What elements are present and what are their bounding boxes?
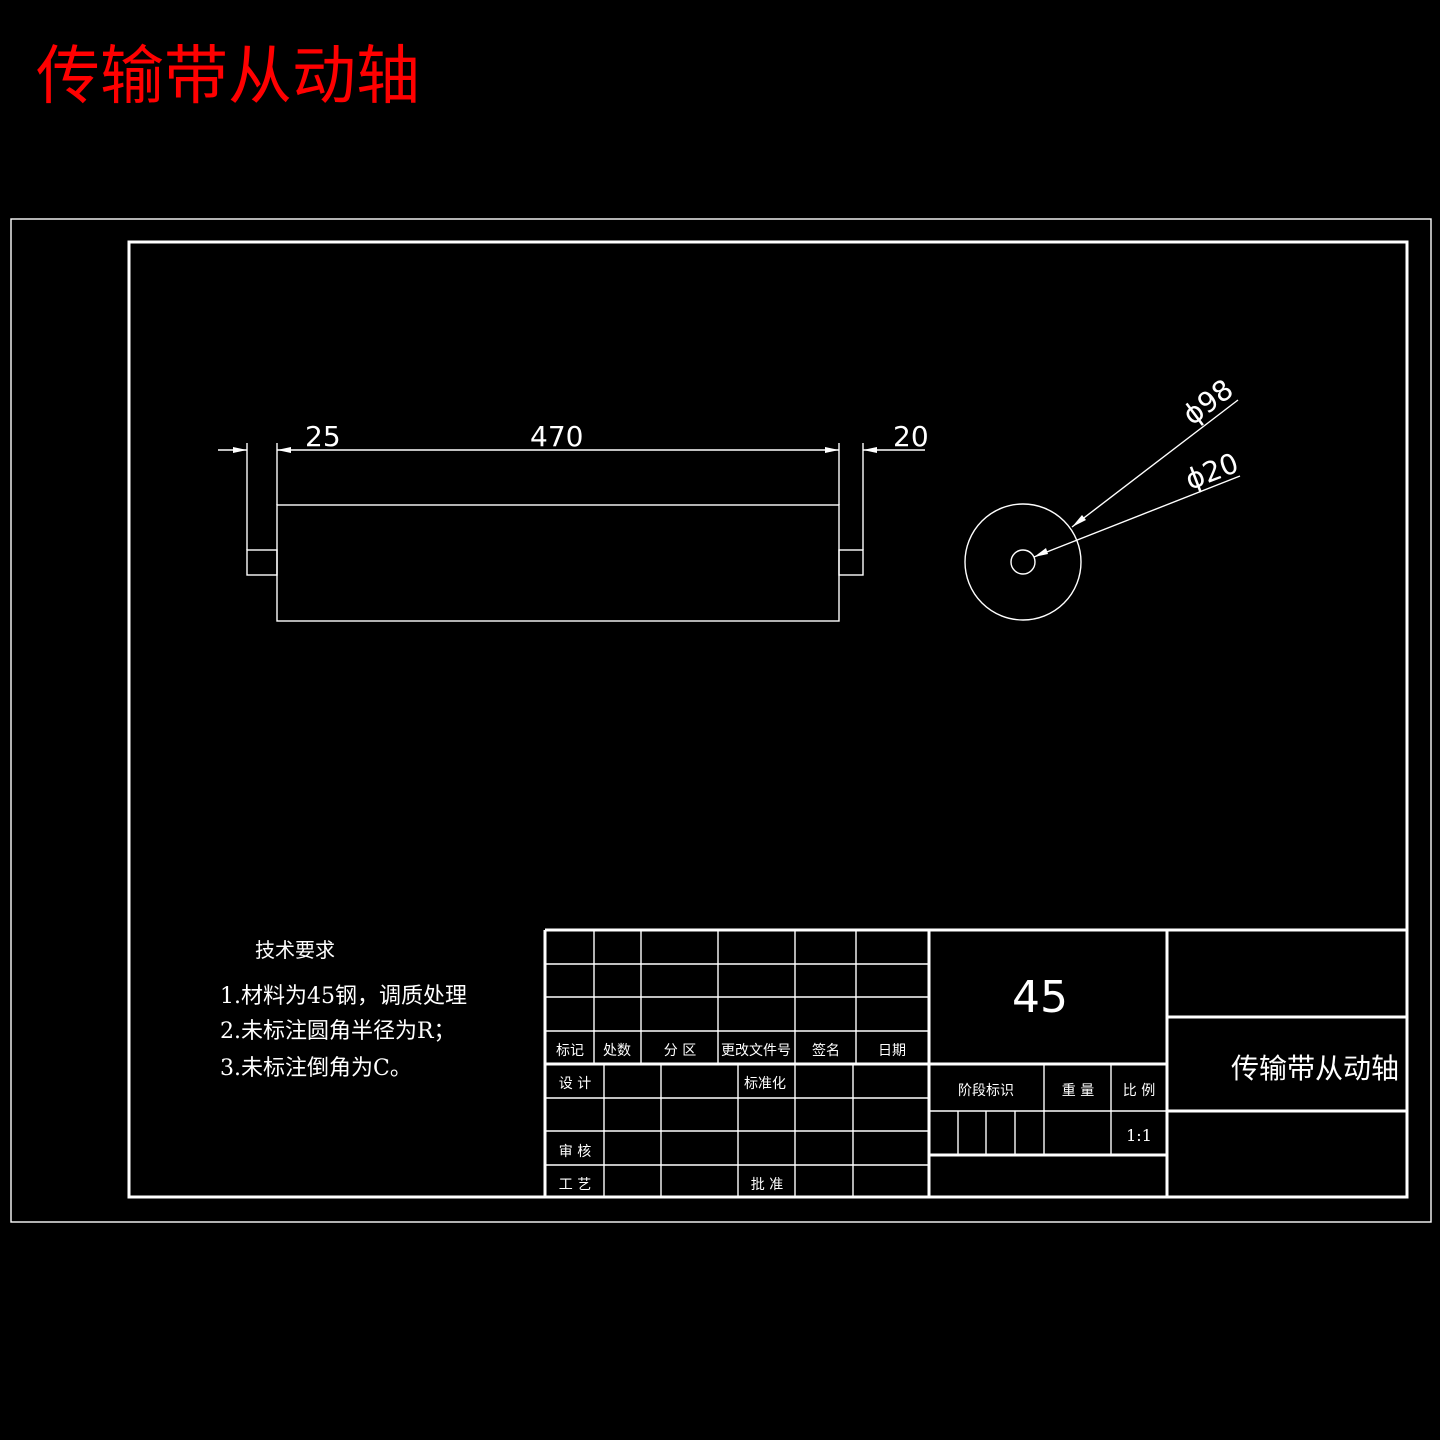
tb-header-date: 日期 [878,1043,906,1059]
tb-material-value: 45 [1012,972,1068,1023]
tb-header-mark: 标记 [556,1043,584,1059]
dim-text-20: 20 [893,420,929,453]
dim-text-phi20: ϕ20 [1181,446,1243,496]
arrow-20 [1034,548,1048,557]
shaft-end-view: ϕ98 ϕ20 [964,373,1243,621]
outer-circle [964,503,1082,621]
tb-header-zone: 分 区 [664,1043,696,1059]
tb-design-label: 设 计 [559,1076,591,1092]
shaft-side-view [246,443,864,622]
dim-text-phi98: ϕ98 [1176,373,1239,432]
tb-stage-label: 阶段标识 [958,1083,1014,1099]
roller-body [276,504,840,622]
note-item-2: 2.未标注圆角半径为R； [220,1019,456,1044]
arrow-98 [1072,515,1086,527]
outer-frame [10,218,1432,1223]
leader-line-98 [1071,399,1239,528]
tb-standardization-label: 标准化 [744,1076,786,1092]
leader-line-20 [1033,475,1241,558]
tb-review-label: 审 核 [559,1144,591,1160]
inner-frame [127,240,1409,1199]
tb-header-count: 处数 [603,1043,631,1059]
left-shaft-end [246,549,278,576]
tb-process-label: 工 艺 [559,1177,591,1193]
arrow-roller-end [825,447,839,453]
tb-weight-label: 重 量 [1062,1083,1094,1099]
bore-circle [1010,549,1036,575]
drawing-title: 传输带从动轴 [36,40,420,114]
right-shaft-end [838,549,864,576]
dimension-lines: 25 470 20 [218,420,929,453]
tb-scale-label: 比 例 [1123,1083,1155,1099]
notes-heading: 技术要求 [255,938,335,962]
dim-text-470: 470 [530,420,583,453]
technical-requirements: 技术要求 1.材料为45钢，调质处理 2.未标注圆角半径为R； 3.未标注倒角为… [220,938,467,1081]
tb-header-change-doc: 更改文件号 [721,1043,791,1059]
tb-header-signature: 签名 [812,1042,840,1059]
note-item-3: 3.未标注倒角为C。 [220,1056,412,1081]
tb-part-name: 传输带从动轴 [1231,1052,1399,1085]
dim-text-25: 25 [305,420,341,453]
title-block: 标记 处数 分 区 更改文件号 签名 日期 设 计 标准化 审 核 工 艺 批 … [543,928,1407,1197]
tb-scale-value: 1:1 [1126,1126,1152,1145]
tb-approval-label: 批 准 [751,1177,783,1193]
arrow-left-in [233,447,247,453]
note-item-1: 1.材料为45钢，调质处理 [220,984,467,1009]
